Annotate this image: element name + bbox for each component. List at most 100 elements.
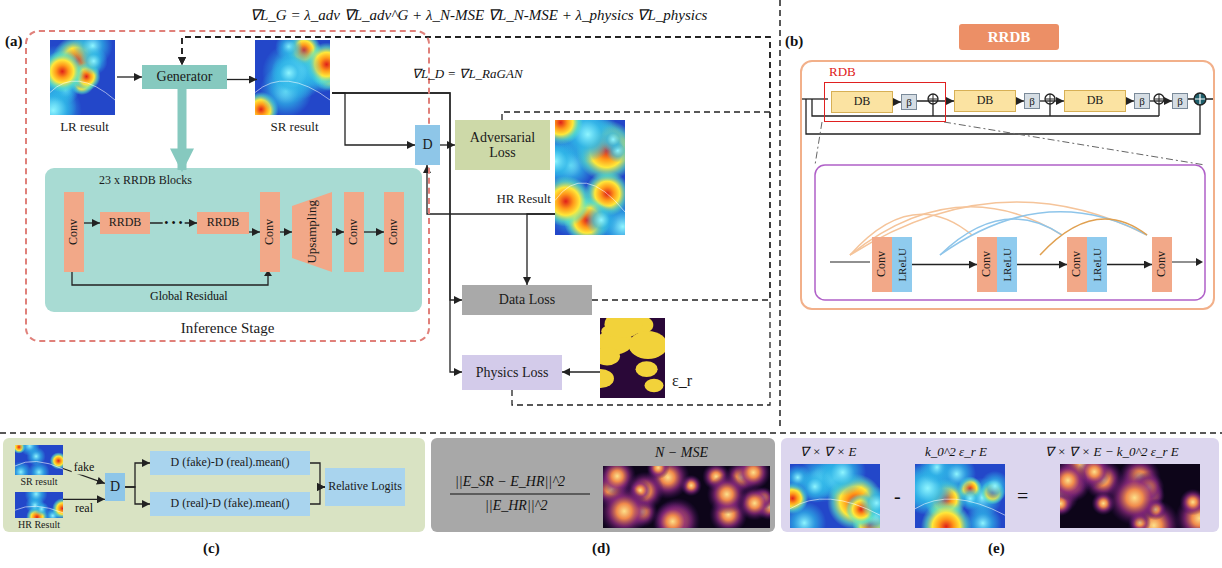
node-label: Conv	[875, 251, 888, 277]
field-image: HR Result	[555, 120, 625, 235]
dense-block: DB	[1064, 90, 1126, 112]
field-blob	[34, 502, 48, 516]
field-blob	[819, 464, 866, 496]
node-label: β	[1139, 95, 1145, 107]
panel-c-ground	[3, 438, 425, 532]
field-thumb: HR Result	[15, 492, 63, 518]
connector	[227, 79, 257, 80]
connector	[117, 76, 142, 77]
permittivity-image: ε_r	[600, 318, 665, 398]
connector	[332, 231, 344, 232]
field-thumb: SR result	[15, 445, 63, 475]
field-blob	[790, 501, 826, 528]
curl-curl-image	[790, 464, 880, 528]
annotation-label: N − MSE	[655, 445, 708, 461]
boundary-contour	[50, 81, 115, 100]
dense-wire-head	[1196, 258, 1203, 266]
connector	[1150, 100, 1172, 101]
node-label: Adversarial Loss	[455, 130, 550, 161]
field-blob	[585, 204, 618, 235]
node-label: LR result	[42, 120, 127, 134]
connector	[84, 222, 100, 223]
connector	[249, 231, 260, 232]
field-blob	[736, 466, 770, 490]
field-blob	[50, 452, 63, 469]
connector	[917, 100, 954, 101]
node-label: LReLU	[1091, 248, 1103, 282]
annotation-label: ∇ × ∇ × E − k_0^2 ε_r E	[1045, 444, 1179, 460]
global-residual-wire	[72, 270, 268, 285]
field-image: SR result	[257, 42, 332, 117]
node-label: SR result	[5, 476, 73, 487]
field-blob	[1107, 470, 1162, 525]
permittivity-blob	[604, 318, 642, 338]
node-label: Conv	[980, 251, 993, 277]
node-label: Conv	[1155, 251, 1168, 277]
scale-box: β	[901, 94, 917, 110]
edge-label: real	[73, 501, 95, 516]
conv-box: Conv	[344, 192, 364, 272]
boundary-contour	[555, 183, 625, 212]
conv-box: Conv	[1152, 237, 1172, 292]
connector	[310, 463, 325, 487]
connector	[182, 37, 770, 120]
rrdb-box: RRDB	[100, 212, 150, 234]
connector	[63, 499, 105, 500]
connector	[332, 93, 462, 300]
node-label: D	[422, 137, 432, 152]
fraction-bar	[450, 493, 590, 494]
zoom-line	[944, 122, 1205, 165]
node-label: D (fake)-D (real).mean()	[171, 456, 290, 469]
rrdb-box: RRDB	[197, 212, 249, 234]
field-blob	[601, 127, 625, 152]
activation-box: LReLU	[997, 237, 1017, 292]
zoom-line	[815, 122, 822, 165]
activation-box: LReLU	[892, 237, 912, 292]
conv-box: Conv	[384, 192, 404, 272]
connector	[310, 487, 325, 504]
node-label: HR Result	[496, 192, 551, 206]
annotation-label: =	[1017, 485, 1028, 508]
boundary-contour	[790, 499, 880, 515]
connector	[893, 101, 901, 102]
node-label: 23 x RRDB Blocks	[99, 174, 192, 187]
connector	[1107, 264, 1152, 265]
field-blob	[28, 461, 49, 475]
dense-block: DB	[954, 90, 1016, 112]
node-label: β	[906, 96, 912, 108]
separator-line	[779, 0, 781, 430]
node-label: Conv	[263, 219, 276, 245]
node-label: LReLU	[1001, 248, 1013, 282]
boundary-contour	[15, 461, 63, 469]
node-label: Upsampling	[305, 200, 319, 264]
panel-grounds	[3, 168, 1219, 532]
node-label: ε_r	[672, 372, 692, 390]
boundary-contour	[15, 506, 63, 513]
node-label: HR Result	[5, 519, 73, 530]
connector	[1126, 100, 1134, 101]
connector	[332, 93, 415, 145]
sum-cross	[1195, 94, 1205, 104]
logit-box: Relative Logits	[325, 468, 405, 506]
conv-box: Conv	[872, 237, 892, 292]
separator-line	[0, 432, 1222, 434]
node-label: Inference Stage	[27, 320, 428, 337]
dense-arc	[940, 212, 1147, 255]
field-blob	[860, 486, 880, 519]
annotation-label: k_0^2 ε_r E	[925, 444, 987, 460]
field-blob	[937, 464, 976, 493]
generator-detail: 23 x RRDB BlocksConv RRDB RRDB Conv Upsampli…	[47, 170, 424, 314]
discriminator-box: D	[415, 125, 440, 165]
node-label: Conv	[387, 219, 400, 245]
dense-block-frame	[815, 165, 1205, 300]
annotation-label: -	[894, 485, 901, 508]
node-label: Data Loss	[499, 292, 555, 307]
field-blob	[652, 501, 693, 528]
annotation-label: (c)	[203, 540, 220, 557]
node-label: DB	[854, 95, 871, 108]
node-label: D	[110, 479, 120, 494]
scale-box: β	[1024, 93, 1040, 109]
separators	[0, 0, 1222, 433]
conv-box: Conv	[64, 192, 84, 272]
annotation-label: ∇L_G = λ_adv ∇L_adv^G + λ_N-MSE ∇L_N-MSE…	[250, 6, 707, 24]
